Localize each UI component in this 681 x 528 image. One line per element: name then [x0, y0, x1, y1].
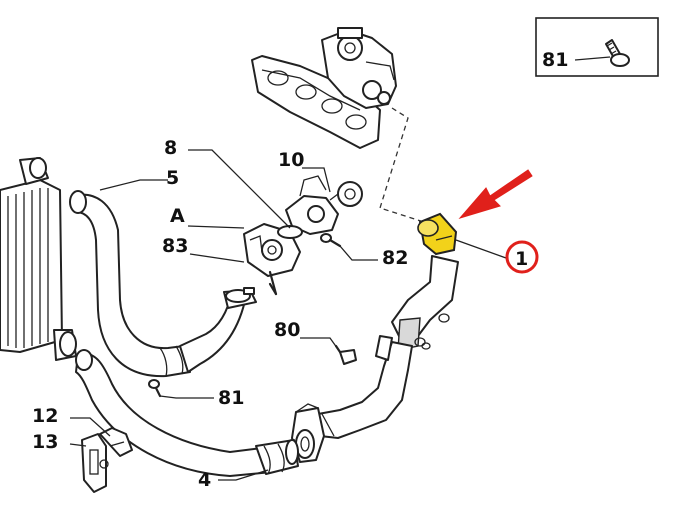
callout-8: 8: [164, 137, 177, 159]
pin-83: [268, 282, 278, 296]
callout-82: 82: [382, 247, 408, 269]
leader-10: [302, 167, 331, 193]
inset-box: [535, 17, 659, 77]
leader-4: [218, 469, 269, 481]
egr-valve-10: [285, 175, 363, 235]
washer-right: [421, 342, 431, 350]
callout-10: 10: [278, 149, 304, 171]
hose-clamp: [225, 287, 255, 303]
bolt-81-bottom: [148, 379, 162, 398]
gasket-8: [277, 225, 303, 239]
leader-13: [69, 443, 87, 447]
callout-1: 1: [515, 248, 528, 270]
part-1-hose-elbow: [417, 212, 458, 256]
leader-A: [187, 225, 245, 229]
callout-A: A: [170, 205, 185, 227]
leader-82: [339, 245, 378, 261]
right-pipe-assembly: [291, 255, 459, 463]
callout-83: 83: [162, 235, 188, 257]
leader-81-top: [574, 56, 611, 61]
intercooler: [0, 157, 77, 361]
leader-8: [188, 149, 291, 229]
callout-4: 4: [198, 469, 211, 491]
bolt-icon: [605, 39, 630, 67]
turbo-manifold: [251, 27, 397, 149]
leader-1: [455, 239, 507, 259]
leader-5: [99, 179, 168, 191]
callout-5: 5: [166, 167, 179, 189]
hose-4: [75, 349, 299, 477]
callout-13: 13: [32, 431, 58, 453]
leader-80: [300, 337, 341, 353]
leader-dashed-turbo: [379, 107, 425, 223]
callout-1-ring: [505, 240, 539, 274]
leader-12: [70, 417, 111, 437]
sensor-80: [334, 344, 357, 365]
hose-5: [69, 190, 257, 378]
bolt-82: [320, 233, 342, 248]
leader-81-bottom: [159, 395, 214, 399]
callout-81-bottom: 81: [218, 387, 244, 409]
callout-12: 12: [32, 405, 58, 427]
highlight-arrow-icon: [458, 169, 533, 219]
callout-81-top: 81: [542, 49, 568, 71]
bracket-12-13: [81, 427, 133, 493]
callout-80: 80: [274, 319, 300, 341]
leader-83: [189, 253, 245, 263]
